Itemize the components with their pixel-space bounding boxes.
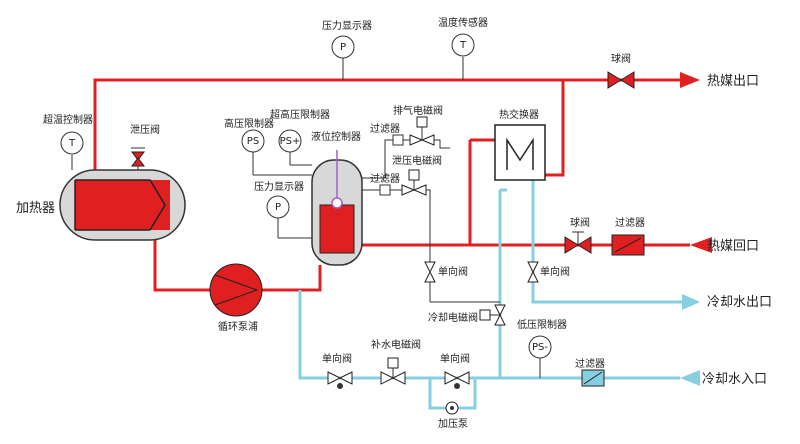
hot-outlet-label: 热媒出口 bbox=[707, 74, 759, 89]
overheat-ctrl-symbol: T bbox=[68, 138, 76, 149]
filter-label: 过滤器 bbox=[575, 357, 605, 370]
high-pressure-limit-icon bbox=[241, 129, 265, 153]
check-valve-icon bbox=[424, 261, 500, 303]
check-valve-label: 单向阀 bbox=[440, 352, 470, 365]
check-valve-icon bbox=[444, 371, 470, 389]
low-pressure-limit-label: 低压限制器 bbox=[517, 318, 567, 331]
relief-valve-label: 泄压阀 bbox=[130, 123, 160, 136]
pump-to-tank-pipe bbox=[262, 265, 322, 292]
heater-to-pump-pipe bbox=[153, 240, 210, 292]
temperature-icon bbox=[60, 131, 84, 155]
fill-solenoid-icon bbox=[380, 357, 406, 385]
super-high-pressure-limit-icon bbox=[278, 129, 302, 153]
pressure-icon bbox=[331, 35, 355, 59]
relief-valve-icon bbox=[131, 147, 145, 170]
ball-valve-return-label: 球阀 bbox=[570, 216, 590, 229]
top-pressure-symbol: P bbox=[340, 42, 346, 53]
check-valve-icon bbox=[527, 261, 539, 283]
fill-solenoid-label: 补水电磁阀 bbox=[371, 338, 421, 351]
heater bbox=[59, 169, 186, 241]
ball-valve-icon bbox=[564, 231, 592, 254]
high-pressure-limit-symbol: PS bbox=[247, 136, 259, 147]
low-pressure-limit-symbol: PS- bbox=[532, 342, 548, 353]
cooling-solenoid-label: 冷却电磁阀 bbox=[428, 311, 478, 324]
hot-outlet-pipe bbox=[93, 78, 680, 170]
ball-valve-label: 球阀 bbox=[611, 52, 631, 65]
heater-label: 加热器 bbox=[16, 201, 55, 216]
filter-icon bbox=[611, 234, 645, 256]
cooling-solenoid-icon bbox=[479, 304, 506, 326]
filter-label: 过滤器 bbox=[370, 122, 400, 135]
filter-icon bbox=[581, 369, 605, 387]
cooling-outlet-arrow bbox=[682, 294, 700, 310]
circulation-pump-label: 循环泵浦 bbox=[218, 320, 258, 333]
exchanger-hot-link bbox=[545, 80, 565, 177]
exhaust-solenoid-label: 排气电磁阀 bbox=[393, 104, 443, 117]
cooling-outlet-label: 冷却水出口 bbox=[707, 295, 772, 310]
filter-label: 过滤器 bbox=[370, 172, 400, 185]
boost-pump-icon bbox=[445, 401, 459, 415]
temp-sensor-symbol: T bbox=[459, 40, 467, 51]
level-ctrl-label: 液位控制器 bbox=[311, 130, 361, 143]
temperature-icon bbox=[451, 33, 475, 57]
check-valve-label: 单向阀 bbox=[540, 265, 570, 278]
filter-icon bbox=[392, 134, 404, 146]
check-valve-label: 单向阀 bbox=[438, 265, 468, 278]
temp-sensor-label: 温度传感器 bbox=[438, 16, 488, 29]
boost-pump-label: 加压泵 bbox=[438, 418, 468, 430]
low-pressure-limit-icon bbox=[528, 335, 552, 359]
hot-outlet-arrow bbox=[680, 72, 700, 88]
filter-icon bbox=[379, 184, 391, 196]
circulation-pump-icon bbox=[209, 263, 263, 317]
heat-exchanger bbox=[494, 124, 546, 181]
super-high-pressure-limit-label: 超高压限制器 bbox=[270, 108, 330, 121]
cooling-inlet-arrow bbox=[680, 370, 700, 386]
relief-line bbox=[362, 189, 431, 262]
pressure-gauge-label: 压力显示器 bbox=[322, 19, 372, 32]
hot-return-arrow bbox=[690, 237, 712, 253]
cooling-inlet-label: 冷却水入口 bbox=[702, 372, 767, 387]
cooling-inlet-pipe bbox=[298, 290, 680, 380]
expansion-tank bbox=[311, 150, 363, 266]
ball-valve-icon bbox=[607, 71, 635, 89]
cooling-outlet-pipe bbox=[531, 175, 690, 304]
pressure-icon bbox=[266, 195, 290, 219]
super-high-pressure-limit-symbol: PS+ bbox=[280, 136, 301, 147]
hot-return-label: 热媒回口 bbox=[707, 239, 759, 254]
check-valve-icon bbox=[327, 371, 353, 389]
high-pressure-limit-label: 高压限制器 bbox=[224, 117, 274, 130]
heat-exchanger-label: 热交换器 bbox=[499, 108, 539, 121]
tank-pressure-symbol: P bbox=[275, 202, 281, 213]
pressure-solenoid-label: 泄压电磁阀 bbox=[392, 154, 442, 167]
overheat-ctrl-label: 超温控制器 bbox=[43, 113, 93, 126]
filter-return-label: 过滤器 bbox=[615, 216, 645, 229]
tank-pressure-label: 压力显示器 bbox=[254, 180, 304, 193]
pressure-solenoid-icon bbox=[401, 169, 427, 196]
exhaust-solenoid-icon bbox=[409, 116, 435, 146]
check-valve-label: 单向阀 bbox=[322, 352, 352, 365]
